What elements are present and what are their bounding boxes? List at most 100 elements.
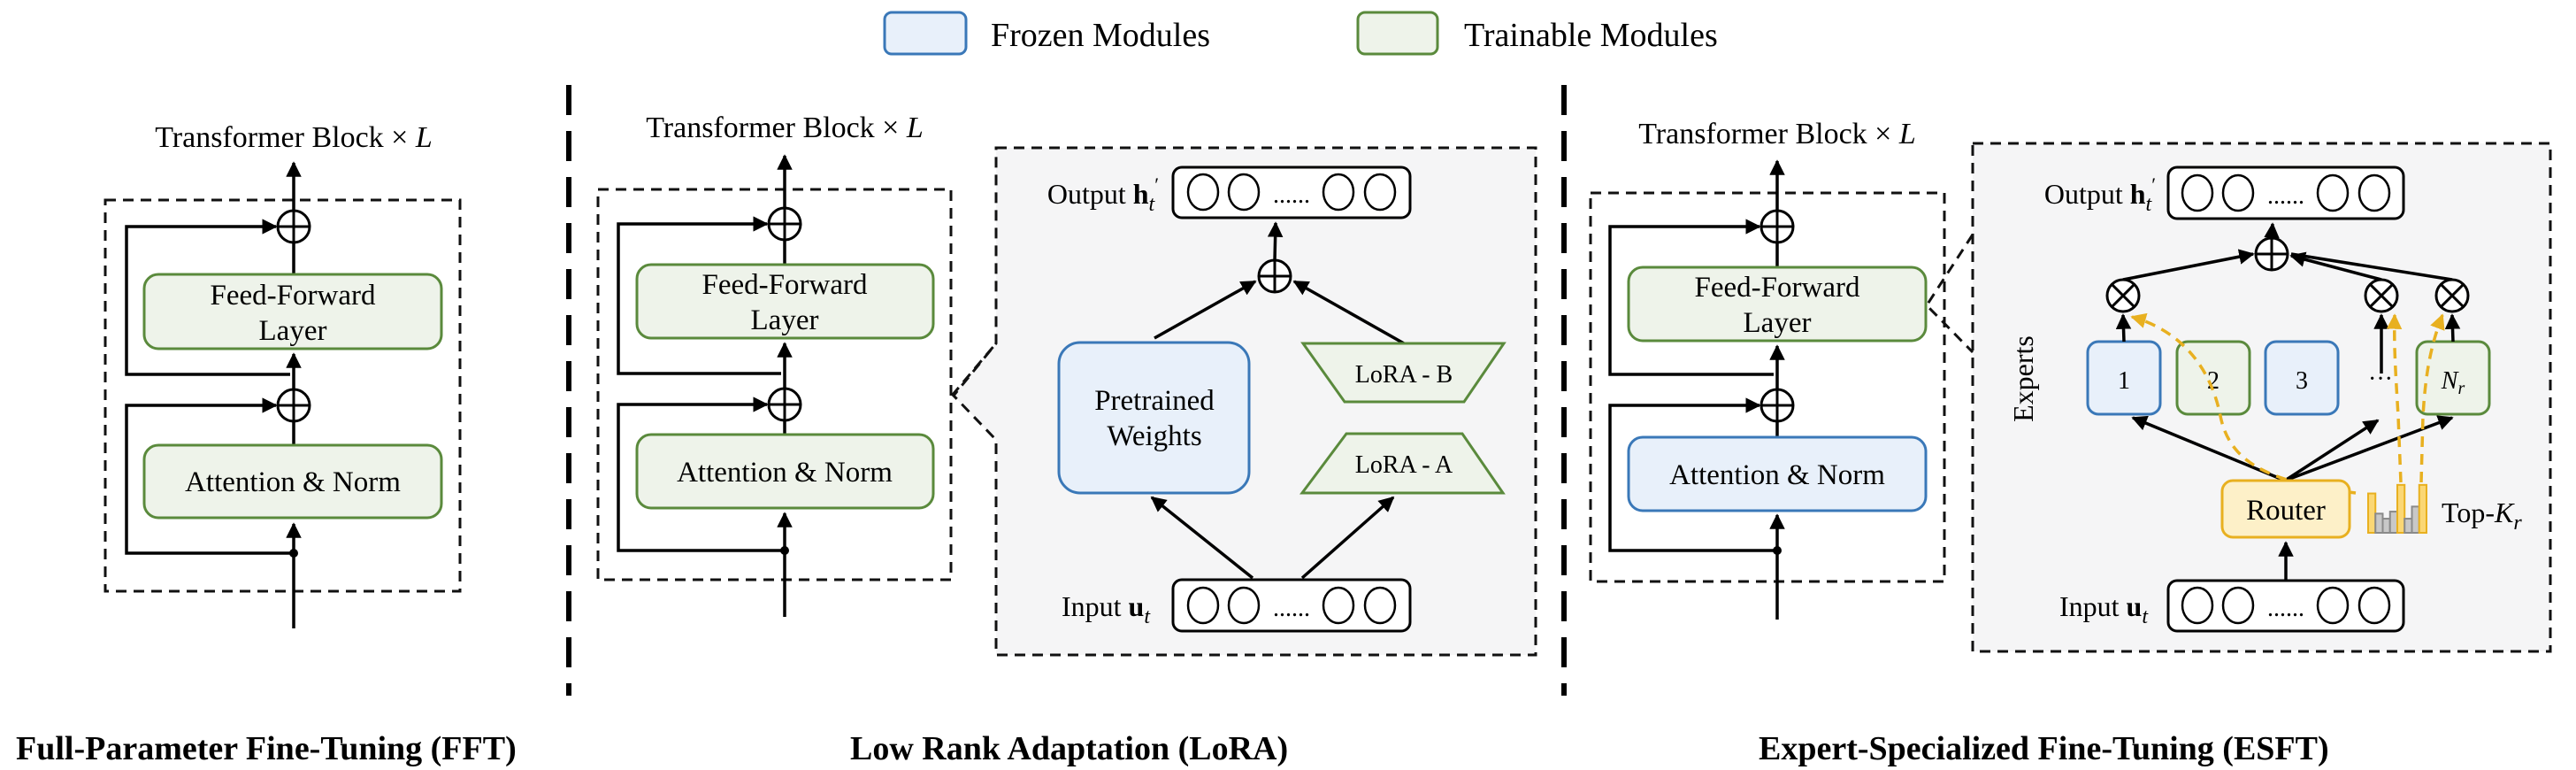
- histogram-bar: [2411, 505, 2420, 534]
- esft-add-icon: [1760, 388, 1795, 423]
- lora-b-trapezoid: [1300, 342, 1506, 404]
- lora-transformer-block: [596, 188, 953, 581]
- lora-residual-1: [617, 397, 785, 552]
- lora-residual-2: [617, 216, 781, 375]
- lora-pretrained-to-sum-arrow: [1154, 280, 1257, 340]
- lora-a-trapezoid: [1300, 432, 1506, 495]
- esft-add-icon: [1760, 209, 1795, 244]
- lora-b-label: LoRA - B: [1355, 361, 1453, 389]
- esft-ff-label-1: Feed-Forward: [1695, 272, 1860, 304]
- router-label: Router: [2246, 495, 2326, 527]
- expert-label: 3: [2296, 367, 2308, 395]
- legend-frozen-label: Frozen Modules: [991, 17, 1210, 54]
- lora-attention-label: Attention & Norm: [677, 457, 893, 489]
- lora-b-to-sum-arrow: [1292, 280, 1405, 345]
- lora-junction-dot: [780, 546, 789, 555]
- esft-caption: Expert-Specialized Fine-Tuning (ESFT): [1759, 730, 2329, 767]
- lora-section: Transformer Block × L Feed-Forward Layer…: [596, 112, 1537, 767]
- fft-ff-layer-box: [142, 273, 443, 350]
- lora-ff-label-1: Feed-Forward: [702, 269, 868, 301]
- esft-detail-add-icon: [2254, 236, 2289, 272]
- esft-input-vector: ......: [2166, 579, 2405, 633]
- fft-junction-dot: [289, 549, 298, 558]
- fft-add-icon: [276, 388, 311, 423]
- esft-section: Transformer Block × L Feed-Forward Layer…: [1589, 118, 2552, 767]
- expert-label: 1: [2118, 367, 2130, 395]
- esft-attention-box: [1627, 435, 1928, 512]
- lora-ff-layer-box: [635, 263, 935, 340]
- lora-output-label: Output ht′: [1047, 173, 1159, 216]
- fft-residual-2: [125, 219, 290, 376]
- legend-frozen-swatch: [883, 11, 968, 56]
- esft-output-vector: ......: [2166, 166, 2405, 220]
- esft-block-title: Transformer Block × L: [1638, 118, 1916, 150]
- fft-section: Transformer Block × L Feed-Forward Layer…: [16, 121, 517, 767]
- expert-to-gate-arrow: [2444, 313, 2461, 343]
- histogram-bar: [2404, 518, 2413, 534]
- topk-label: Top-Kr: [2442, 497, 2522, 535]
- esft-zoom-lines: [1925, 234, 1974, 354]
- expert-label: 2: [2207, 367, 2220, 395]
- histogram-bar-selected: [2396, 483, 2406, 534]
- histogram-bar-selected: [2418, 483, 2427, 534]
- expert-to-gate-arrow: [2115, 313, 2132, 343]
- topk-histogram: [2367, 483, 2427, 535]
- esft-residual-2: [1608, 219, 1774, 376]
- multiply-icon: [2434, 278, 2470, 313]
- lora-output-vector: ......: [1171, 166, 1412, 219]
- router-box: [2220, 479, 2351, 539]
- multiply-icon: [2105, 278, 2141, 313]
- fft-ff-label-1: Feed-Forward: [211, 280, 376, 312]
- expert-box: 2: [2175, 340, 2251, 416]
- legend-trainable-swatch: [1356, 11, 1439, 56]
- fft-attention-box: [142, 443, 443, 520]
- esft-input-dots: ......: [2267, 595, 2304, 622]
- histogram-bar: [2381, 518, 2391, 534]
- histogram-bar-selected: [2367, 492, 2377, 534]
- histogram-bar: [2374, 512, 2384, 535]
- legend: Frozen Modules Trainable Modules: [883, 11, 1718, 56]
- lora-output-dots: ......: [1273, 181, 1310, 209]
- gate-nr-to-sum-line: [2290, 252, 2453, 281]
- esft-output-dots: ......: [2267, 182, 2304, 210]
- lora-input-label: Input ut: [1062, 590, 1151, 628]
- expert-box: Nr: [2415, 340, 2491, 416]
- expert-label: Nr: [2441, 367, 2465, 398]
- legend-trainable-label: Trainable Modules: [1464, 17, 1718, 54]
- esft-ff-layer-box: [1627, 266, 1928, 343]
- multiply-icon: [2364, 278, 2399, 313]
- esft-transformer-block: [1589, 191, 1946, 583]
- lora-input-vector: ......: [1171, 578, 1412, 633]
- lora-ff-label-2: Layer: [751, 304, 819, 336]
- lora-input-dots: ......: [1273, 595, 1310, 622]
- gate-1-to-sum-arrow: [2122, 249, 2255, 281]
- pretrained-label-2: Weights: [1107, 420, 1201, 452]
- expert-box: 3: [2264, 340, 2340, 416]
- gate-k-to-sum-arrow: [2289, 251, 2382, 281]
- experts-label: Experts: [2007, 335, 2039, 422]
- esft-junction-dot: [1773, 546, 1782, 555]
- fft-add-icon: [276, 209, 311, 244]
- esft-residual-1: [1608, 397, 1777, 552]
- lora-sum-to-output-arrow: [1267, 221, 1284, 261]
- fft-transformer-block: [104, 198, 462, 593]
- fft-residual-1: [125, 397, 294, 555]
- esft-output-label: Output ht′: [2044, 173, 2156, 216]
- lora-input-to-pretrained-arrow: [1150, 496, 1254, 580]
- esft-attention-label: Attention & Norm: [1669, 459, 1885, 491]
- lora-detail-add-icon: [1257, 258, 1292, 294]
- fft-caption: Full-Parameter Fine-Tuning (FFT): [16, 730, 517, 767]
- lora-add-icon: [767, 387, 802, 422]
- lora-add-icon: [767, 206, 802, 242]
- esft-input-label: Input ut: [2059, 590, 2149, 628]
- fft-attention-label: Attention & Norm: [185, 466, 401, 498]
- lora-caption: Low Rank Adaptation (LoRA): [850, 730, 1288, 767]
- router-to-expert-nr-arrow: [2284, 415, 2454, 482]
- pretrained-label-1: Pretrained: [1094, 385, 1215, 417]
- lora-block-title: Transformer Block × L: [646, 112, 924, 144]
- lora-input-to-a-arrow: [1300, 496, 1395, 580]
- lora-zoom-line: [950, 343, 998, 397]
- router-to-expert-k-arrow: [2284, 419, 2380, 482]
- lora-a-label: LoRA - A: [1355, 451, 1453, 479]
